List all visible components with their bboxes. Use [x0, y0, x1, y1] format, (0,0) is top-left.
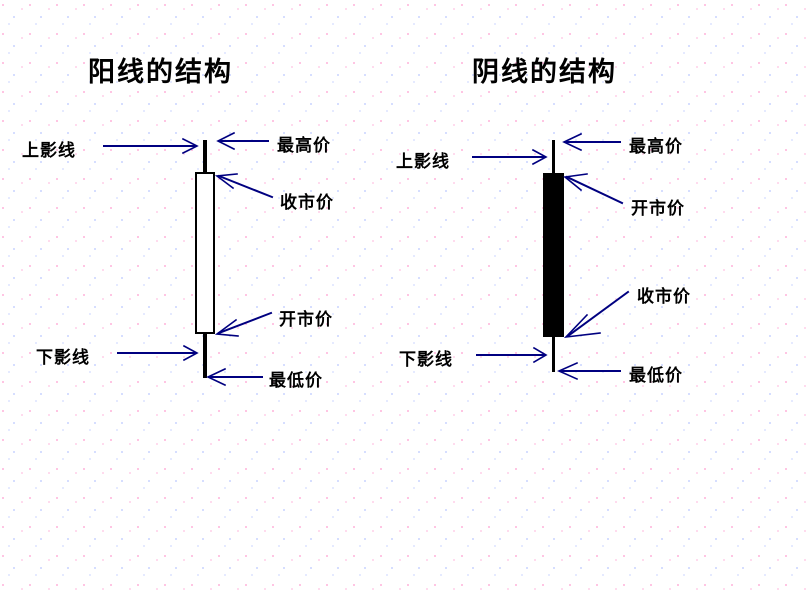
label-bullish-open-price: 开市价	[279, 310, 333, 329]
arrow-bullish-low	[206, 367, 263, 387]
label-bearish-open-price: 开市价	[631, 199, 685, 218]
label-bullish-upper-shadow: 上影线	[22, 141, 76, 160]
label-bearish-low-price: 最低价	[629, 366, 683, 385]
arrow-bullish-open	[214, 311, 273, 337]
label-bullish-close-price: 收市价	[280, 193, 334, 212]
bearish-body	[543, 173, 564, 337]
label-bullish-lower-shadow: 下影线	[36, 348, 90, 367]
label-bearish-close-price: 收市价	[637, 287, 691, 306]
label-bearish-upper-shadow: 上影线	[396, 152, 450, 171]
panel-title-bullish: 阳线的结构	[88, 57, 233, 87]
label-bearish-lower-shadow: 下影线	[399, 350, 453, 369]
arrow-bearish-lower-shadow	[476, 346, 548, 364]
panel-title-bearish: 阴线的结构	[472, 57, 617, 87]
arrow-bullish-close	[214, 173, 274, 199]
label-bullish-low-price: 最低价	[269, 371, 323, 390]
label-bullish-high-price: 最高价	[277, 136, 331, 155]
bearish-upper-wick	[552, 140, 555, 175]
arrow-bullish-high	[216, 131, 269, 151]
arrow-bearish-low	[557, 361, 621, 381]
bullish-body	[195, 172, 215, 334]
arrow-bullish-upper-shadow	[103, 137, 199, 155]
arrow-bearish-upper-shadow	[472, 148, 548, 166]
arrow-bearish-open	[563, 173, 624, 205]
arrow-bearish-close	[563, 290, 630, 339]
bullish-lower-wick	[203, 332, 207, 378]
bearish-lower-wick	[552, 336, 555, 372]
label-bearish-high-price: 最高价	[629, 137, 683, 156]
arrow-bearish-high	[562, 132, 621, 152]
bullish-upper-wick	[203, 140, 207, 174]
arrow-bullish-lower-shadow	[117, 344, 199, 362]
